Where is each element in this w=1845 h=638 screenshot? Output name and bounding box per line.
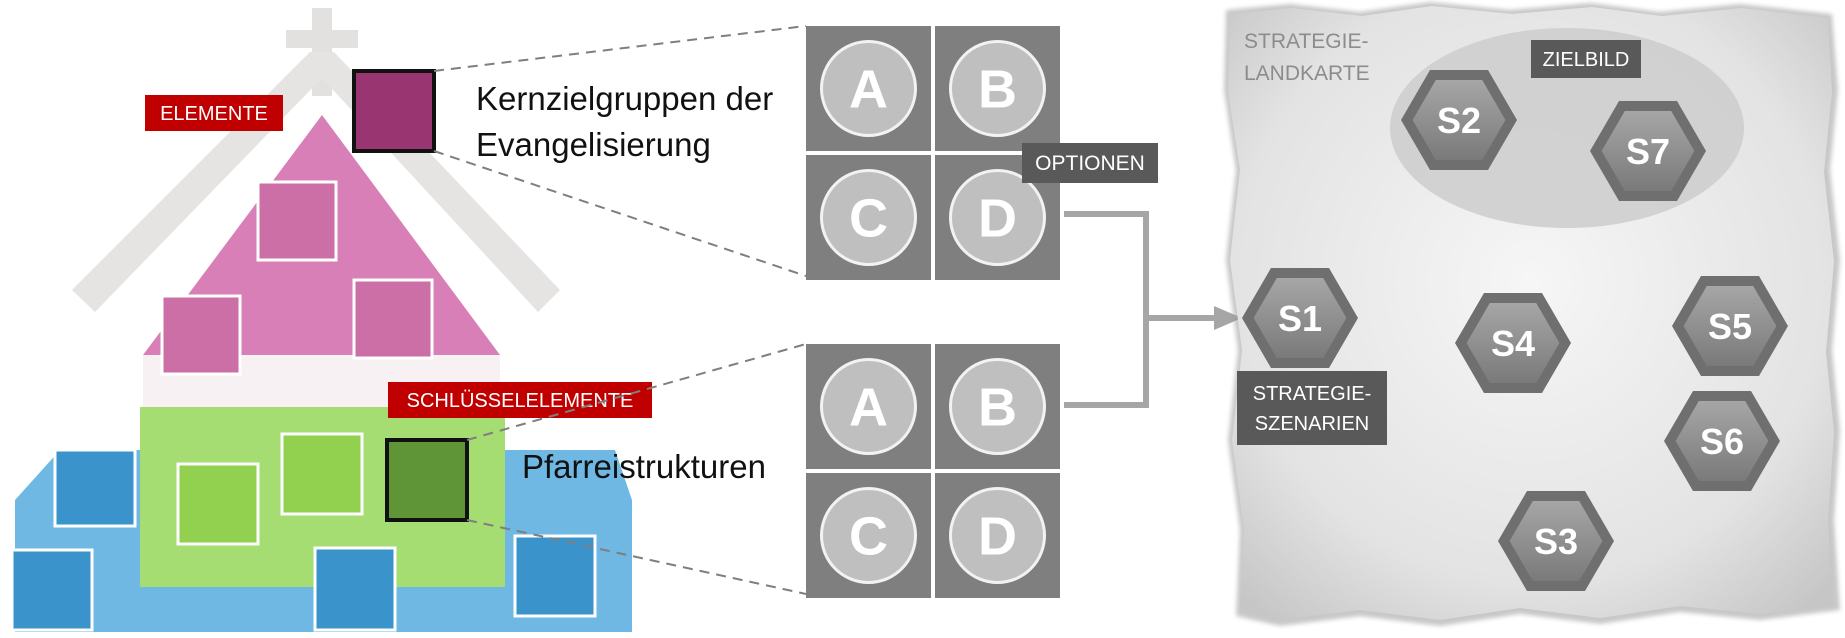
option-top-cell-c: C bbox=[806, 155, 931, 280]
schluesselelemente-tag: SCHLÜSSELELEMENTE bbox=[388, 382, 652, 418]
elemente-label: ELEMENTE bbox=[160, 103, 268, 125]
map-title-line1: STRATEGIE- bbox=[1244, 30, 1368, 53]
arrow-head bbox=[1214, 306, 1242, 330]
pink-square bbox=[256, 180, 338, 262]
scenario-label: S3 bbox=[1534, 521, 1578, 562]
option-letter: D bbox=[978, 189, 1017, 249]
blue-square bbox=[53, 448, 137, 528]
scenario-s6: S6 bbox=[1664, 391, 1780, 491]
optionen-label: OPTIONEN bbox=[1035, 152, 1145, 175]
option-circle bbox=[820, 358, 917, 455]
option-bottom-cell-a: A bbox=[806, 344, 931, 469]
aspect-bottom: Pfarreistrukturen bbox=[522, 448, 766, 485]
option-top-cell-b: B bbox=[935, 26, 1060, 151]
szenarien-label-line2: SZENARIEN bbox=[1255, 413, 1369, 435]
option-circle bbox=[949, 40, 1046, 137]
option-letter: C bbox=[849, 189, 888, 249]
blue-square bbox=[313, 546, 397, 632]
option-circle bbox=[820, 487, 917, 584]
option-bottom-cell-b: B bbox=[935, 344, 1060, 469]
cross-horizontal bbox=[286, 30, 358, 48]
scenario-label: S5 bbox=[1708, 306, 1752, 347]
key-element-purple-square bbox=[352, 69, 436, 153]
scenario-hexagon-face bbox=[1509, 501, 1603, 581]
scenario-s4: S4 bbox=[1455, 293, 1571, 393]
options-to-map-connector bbox=[1064, 211, 1218, 408]
scenario-label: S7 bbox=[1626, 131, 1670, 172]
option-letter: A bbox=[849, 60, 888, 120]
option-letter: A bbox=[849, 378, 888, 438]
green-square bbox=[176, 462, 260, 546]
aspect-top-line2: Evangelisierung bbox=[476, 126, 711, 163]
optionen-tag: OPTIONEN bbox=[1022, 143, 1158, 183]
green-square bbox=[280, 432, 364, 516]
pink-square bbox=[352, 278, 434, 360]
scenario-s7: S7 bbox=[1590, 101, 1706, 201]
dashed-connectors bbox=[433, 25, 807, 595]
blue-square bbox=[10, 548, 94, 632]
key-element-green-square bbox=[385, 438, 469, 522]
option-grid-bottom: A B C D bbox=[806, 344, 1060, 598]
option-grid-top: A B C D bbox=[806, 26, 1060, 280]
option-circle bbox=[949, 358, 1046, 455]
scenario-label: S1 bbox=[1278, 298, 1322, 339]
szenarien-tag: STRATEGIE- SZENARIEN bbox=[1237, 371, 1387, 445]
connector-bottom-upper bbox=[466, 343, 807, 441]
scenario-hexagon-face bbox=[1253, 278, 1347, 358]
scenario-label: S6 bbox=[1700, 421, 1744, 462]
pink-square bbox=[160, 294, 242, 376]
option-letter: D bbox=[978, 507, 1017, 567]
option-bottom-cell-d: D bbox=[935, 473, 1060, 598]
map-title-line2: LANDKARTE bbox=[1244, 62, 1370, 85]
scenario-s1: S1 bbox=[1242, 268, 1358, 368]
blue-square bbox=[513, 534, 597, 618]
option-circle bbox=[820, 40, 917, 137]
zielbild-label: ZIELBILD bbox=[1543, 49, 1630, 71]
connector-top-upper bbox=[433, 25, 807, 72]
scenario-hexagon-face bbox=[1683, 286, 1777, 366]
option-circle bbox=[949, 487, 1046, 584]
schluesselelemente-label: SCHLÜSSELELEMENTE bbox=[407, 390, 634, 412]
elemente-tag: ELEMENTE bbox=[145, 95, 283, 131]
scenario-hexagon-face bbox=[1412, 80, 1506, 160]
scenario-s5: S5 bbox=[1672, 276, 1788, 376]
scenario-label: S4 bbox=[1491, 323, 1535, 364]
option-letter: B bbox=[978, 60, 1017, 120]
scenario-label: S2 bbox=[1437, 100, 1481, 141]
connector-bottom-lower bbox=[466, 519, 807, 595]
zielbild-tag: ZIELBILD bbox=[1531, 40, 1641, 78]
option-circle bbox=[820, 169, 917, 266]
aspect-top-line1: Kernzielgruppen der bbox=[476, 80, 773, 117]
szenarien-label-line1: STRATEGIE- bbox=[1253, 383, 1372, 405]
scenario-hexagon-face bbox=[1601, 111, 1695, 191]
connector-top-lower bbox=[433, 150, 807, 277]
scenario-hexagon-face bbox=[1675, 401, 1769, 481]
scenario-hexagon-face bbox=[1466, 303, 1560, 383]
option-letter: B bbox=[978, 378, 1017, 438]
option-top-cell-a: A bbox=[806, 26, 931, 151]
scenario-s3: S3 bbox=[1498, 491, 1614, 591]
scenario-s2: S2 bbox=[1401, 70, 1517, 170]
option-letter: C bbox=[849, 507, 888, 567]
church-illustration bbox=[10, 8, 632, 632]
option-bottom-cell-c: C bbox=[806, 473, 931, 598]
option-circle bbox=[949, 169, 1046, 266]
